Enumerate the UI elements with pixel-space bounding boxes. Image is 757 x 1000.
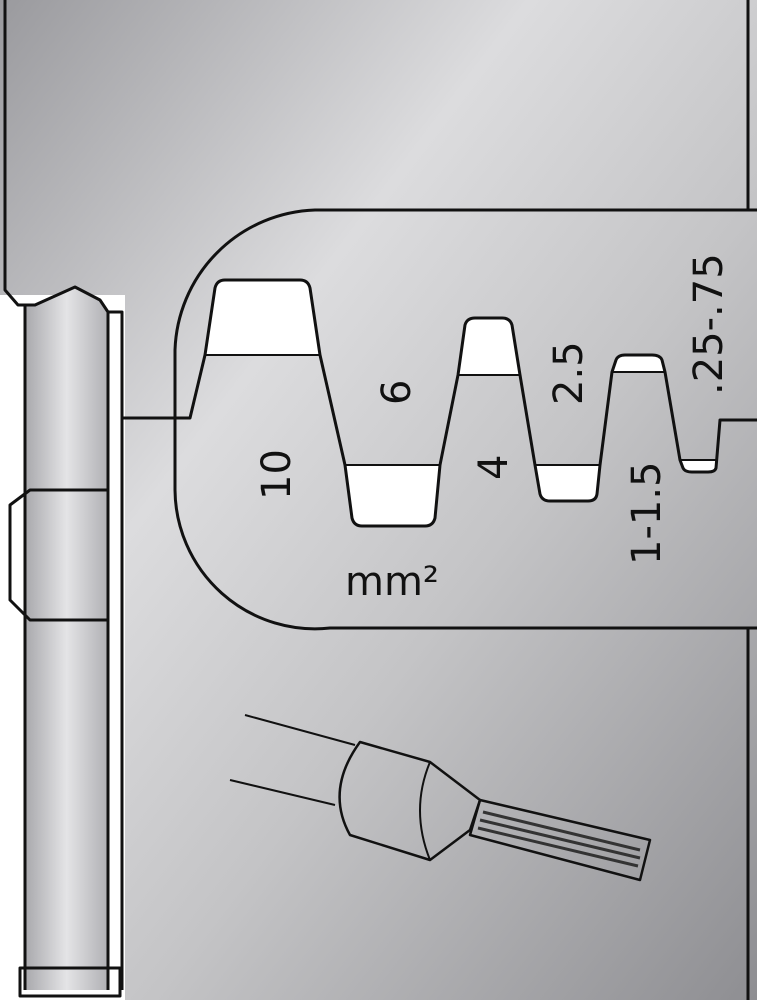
unit-label: mm² — [345, 559, 439, 605]
cavity-10 — [205, 280, 320, 355]
die-window — [173, 208, 757, 631]
label-6: 6 — [374, 380, 420, 405]
guide-bar-inner — [108, 310, 124, 990]
cavity-2-5 — [535, 465, 600, 501]
guide-foot — [18, 966, 122, 998]
label-025-075: .25-.75 — [686, 253, 732, 395]
label-2-5: 2.5 — [546, 341, 592, 405]
label-1-1-5: 1-1.5 — [624, 462, 670, 566]
cavity-6 — [345, 465, 440, 526]
cavity-1-1-5 — [612, 355, 665, 372]
left-outline — [3, 0, 110, 990]
cavity-divider-lines — [205, 354, 718, 466]
cavity-4 — [458, 318, 520, 375]
guide-tab — [8, 488, 110, 622]
label-4: 4 — [471, 455, 517, 480]
cavity-025-075 — [680, 460, 718, 472]
ferrule-illustration — [229, 714, 652, 882]
guide-bar — [25, 287, 108, 990]
label-10: 10 — [254, 449, 300, 500]
